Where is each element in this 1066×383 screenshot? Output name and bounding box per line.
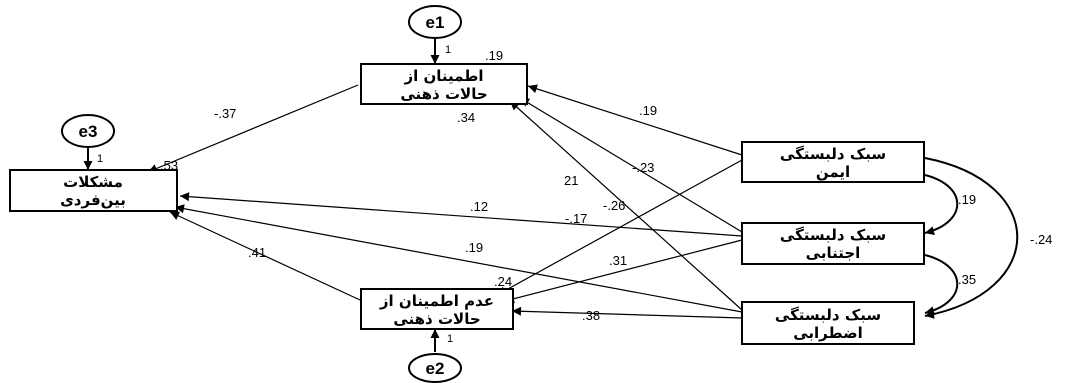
coef-anxious-to-confidence: 21: [564, 173, 578, 188]
path-anxious-to-problems: [174, 204, 743, 313]
r2-no-confidence: .24: [494, 274, 512, 289]
node-problems: مشکلات بین‌فردی: [9, 169, 178, 212]
cov-secure-avoidant: [915, 168, 959, 236]
path-avoidant-to-problems: [179, 192, 743, 237]
error-e1: [408, 5, 462, 39]
error-e3-label: e3: [79, 122, 98, 141]
node-no-confidence: عدم اطمینان از حالات ذهنی: [360, 288, 514, 330]
e3-loading-label: 1: [97, 153, 103, 165]
coef-anxious-to-no-confidence: .38: [582, 308, 600, 323]
coef-anxious-to-problems: .19: [465, 240, 483, 255]
node-problems-line2: بین‌فردی: [60, 191, 126, 209]
path-secure-to-confidence: [527, 84, 743, 156]
r2-confidence: .19: [485, 48, 503, 63]
coef-no-confidence-to-problems: .41: [248, 245, 266, 260]
coef-cov-secure-avoidant: .19: [958, 192, 976, 207]
e1-loading-label: 1: [445, 44, 451, 56]
node-no-confidence-line1: عدم اطمینان از: [379, 292, 494, 310]
node-problems-line1: مشکلات: [63, 173, 123, 191]
path-avoidant-to-no-confidence: [504, 239, 743, 304]
node-secure-line2: ایمن: [816, 163, 850, 181]
coef-confidence-to-problems: -.37: [214, 106, 236, 121]
cov-avoidant-anxious: [915, 248, 959, 316]
coef-cov-avoidant-anxious: .35: [958, 272, 976, 287]
path-secure-to-no-confidence: [496, 159, 743, 296]
r2-problems: .53: [160, 158, 178, 173]
node-secure-line1: سبک دلبستگی: [780, 145, 886, 163]
node-confidence-line2: حالات ذهنی: [400, 85, 487, 103]
error-e2-label: e2: [426, 359, 445, 378]
path-anxious-to-no-confidence: [511, 306, 743, 319]
node-anxious-line1: سبک دلبستگی: [775, 306, 881, 324]
path-confidence-to-problems: [147, 84, 359, 173]
path-anxious-to-confidence: [509, 100, 743, 311]
node-avoidant: سبک دلبستگی اجتنابی: [741, 222, 925, 265]
coef-cov-secure-anxious: -.24: [1030, 232, 1052, 247]
node-avoidant-line1: سبک دلبستگی: [780, 226, 886, 244]
coef-avoidant-to-problems: .12: [470, 199, 488, 214]
error-e2: [408, 353, 462, 383]
e2-loading-label: 1: [447, 333, 453, 345]
error-e3: [61, 114, 115, 148]
coef-secure-to-no-confidence: -.26: [603, 198, 625, 213]
error-e1-label: e1: [426, 13, 445, 32]
node-no-confidence-line2: حالات ذهنی: [393, 310, 480, 328]
path-avoidant-to-confidence: [519, 97, 743, 233]
node-confidence: اطمینان از حالات ذهنی: [360, 63, 528, 105]
coef-floating-17: -.17: [565, 211, 587, 226]
coef-floating-34: .34: [457, 110, 475, 125]
coef-secure-to-confidence: .19: [639, 103, 657, 118]
coef-avoidant-to-confidence: -.23: [632, 160, 654, 175]
node-anxious: سبک دلبستگی اضطرابی: [741, 301, 915, 345]
coef-avoidant-to-no-confidence: .31: [609, 253, 627, 268]
node-confidence-line1: اطمینان از: [403, 67, 483, 85]
node-anxious-line2: اضطرابی: [793, 324, 863, 342]
path-no-confidence-to-problems: [169, 211, 361, 301]
node-secure: سبک دلبستگی ایمن: [741, 141, 925, 183]
cov-secure-anxious: [915, 151, 1018, 319]
node-avoidant-line2: اجتنابی: [806, 244, 861, 262]
